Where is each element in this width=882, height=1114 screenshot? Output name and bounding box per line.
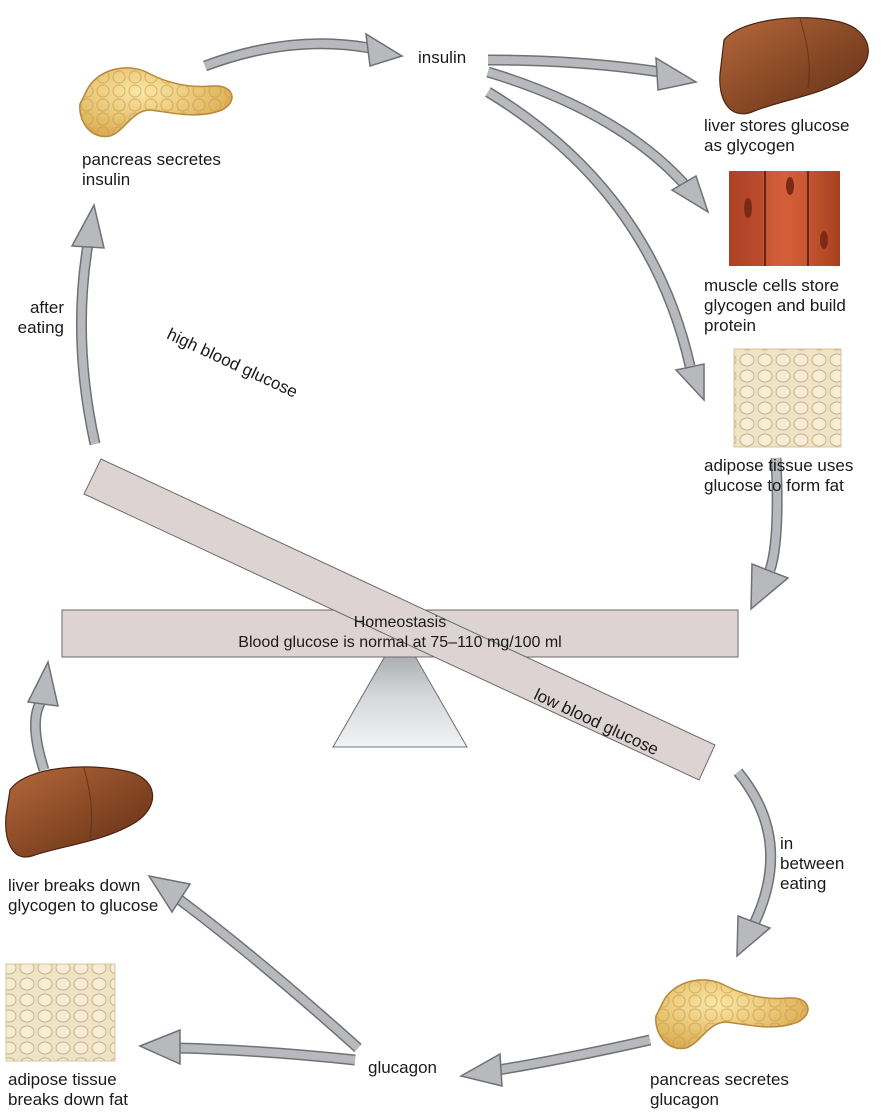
adipose-bottom-image [6, 964, 115, 1061]
adipose-tissue-uses-glucose-label: adipose tissue uses glucose to form fat [704, 456, 853, 496]
pancreas-top-image [80, 68, 232, 137]
pancreas-secretes-glucagon-label: pancreas secretes glucagon [650, 1070, 789, 1110]
after-eating-label: after eating [8, 298, 64, 338]
arrow-insulin-to-adipose [488, 92, 704, 400]
liver-breaks-down-glycogen-label: liver breaks down glycogen to glucose [8, 876, 158, 916]
pancreas-secretes-insulin-label: pancreas secretes insulin [82, 150, 221, 190]
muscle-cells-label: muscle cells store glycogen and build pr… [704, 276, 846, 336]
arrow-pancreas-to-glucagon [461, 1040, 650, 1086]
adipose-tissue-breaks-down-fat-label: adipose tissue breaks down fat [8, 1070, 128, 1110]
liver-bottom-image [6, 767, 153, 857]
liver-top-image [720, 18, 868, 114]
arrow-liver-to-homeostasis [28, 662, 58, 770]
arrow-pancreas-to-insulin [205, 34, 402, 66]
glucagon-label: glucagon [368, 1058, 437, 1078]
insulin-label: insulin [418, 48, 466, 68]
pancreas-bottom-image [656, 980, 808, 1049]
adipose-top-image [734, 349, 841, 447]
arrow-glucagon-to-liver [149, 876, 358, 1048]
liver-stores-glucose-label: liver stores glucose as glycogen [704, 116, 850, 156]
in-between-eating-label: in between eating [780, 834, 844, 894]
homeostasis-title: Homeostasis [354, 614, 446, 631]
homeostasis-text: Blood glucose is normal at 75–110 mg/100… [238, 634, 561, 651]
arrow-glucagon-to-adipose [140, 1030, 355, 1064]
muscle-cells-image [729, 171, 840, 266]
arrow-in-between-eating [737, 772, 771, 956]
high-blood-glucose-label: high blood glucose [164, 324, 301, 401]
arrow-after-eating [72, 205, 104, 444]
